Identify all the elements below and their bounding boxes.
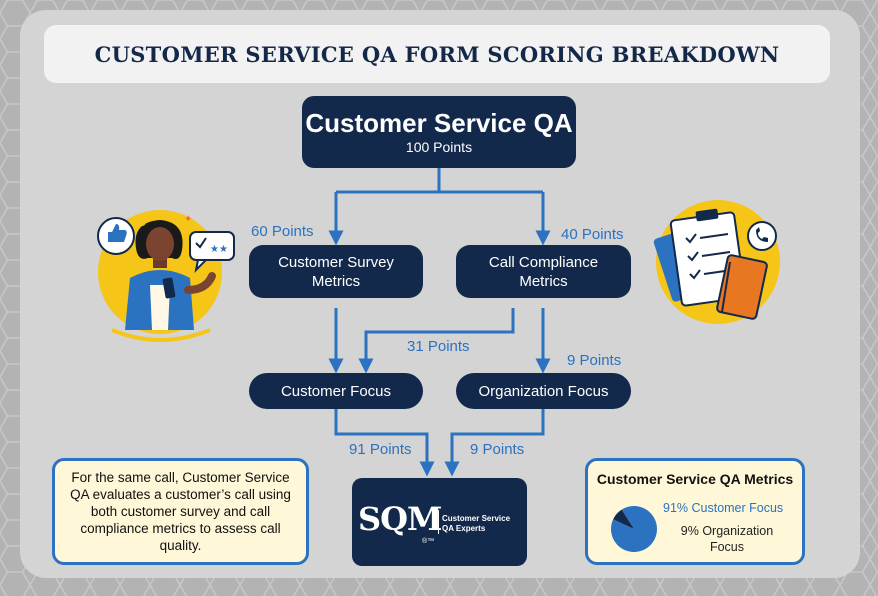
legend-organization-focus: 9% Organization Focus — [680, 524, 774, 554]
points-compliance: 40 Points — [561, 226, 624, 243]
survey-metrics-node: Customer Survey Metrics — [249, 245, 423, 298]
points-compliance-to-org: 9 Points — [567, 352, 622, 369]
root-node: Customer Service QA 100 Points — [302, 96, 576, 168]
survey-label-line2: Metrics — [311, 272, 361, 290]
points-survey: 60 Points — [251, 223, 314, 240]
logo-wordmark: SQM — [358, 500, 442, 538]
description-box: For the same call, Customer Service QA e… — [52, 458, 309, 565]
organization-focus-label: Organization Focus — [478, 382, 609, 400]
customer-focus-label: Customer Focus — [280, 382, 392, 400]
compliance-label-line2: Metrics — [519, 272, 568, 290]
legend-customer-focus: 91% Customer Focus — [663, 501, 784, 515]
connector-compliance-to-customer — [358, 308, 515, 374]
connector-root-split — [336, 168, 543, 194]
title-bar: CUSTOMER SERVICE QA FORM SCORING BREAKDO… — [44, 25, 830, 83]
logo-tagline-2: QA Experts — [442, 524, 486, 533]
logo-tagline-1: Customer Service — [442, 514, 511, 523]
survey-label-line1: Customer Survey — [278, 253, 394, 271]
root-title: Customer Service QA — [305, 108, 573, 138]
logo-trademark: ®™ — [422, 538, 435, 545]
logo-divider — [438, 510, 439, 534]
organization-focus-node: Organization Focus — [456, 373, 631, 409]
points-compliance-to-customer: 31 Points — [407, 338, 470, 355]
connector-customer-to-logo — [334, 409, 435, 477]
metrics-box: Customer Service QA Metrics 91% Customer… — [585, 458, 805, 565]
metrics-title: Customer Service QA Metrics — [596, 471, 794, 487]
description-text: For the same call, Customer Service QA e… — [70, 470, 291, 553]
compliance-metrics-node: Call Compliance Metrics — [456, 245, 631, 298]
points-org-total: 9 Points — [470, 441, 525, 458]
connector-org-to-logo — [444, 409, 545, 477]
page-title: CUSTOMER SERVICE QA FORM SCORING BREAKDO… — [94, 41, 780, 67]
root-subtitle: 100 Points — [405, 139, 473, 155]
compliance-label-line1: Call Compliance — [488, 253, 599, 271]
customer-focus-node: Customer Focus — [249, 373, 423, 409]
sqm-logo: SQM ®™ Customer Service QA Experts — [352, 478, 527, 566]
pie-slice-organization-focus — [613, 509, 634, 529]
points-customer-total: 91 Points — [349, 441, 412, 458]
metrics-pie-chart — [611, 506, 657, 552]
